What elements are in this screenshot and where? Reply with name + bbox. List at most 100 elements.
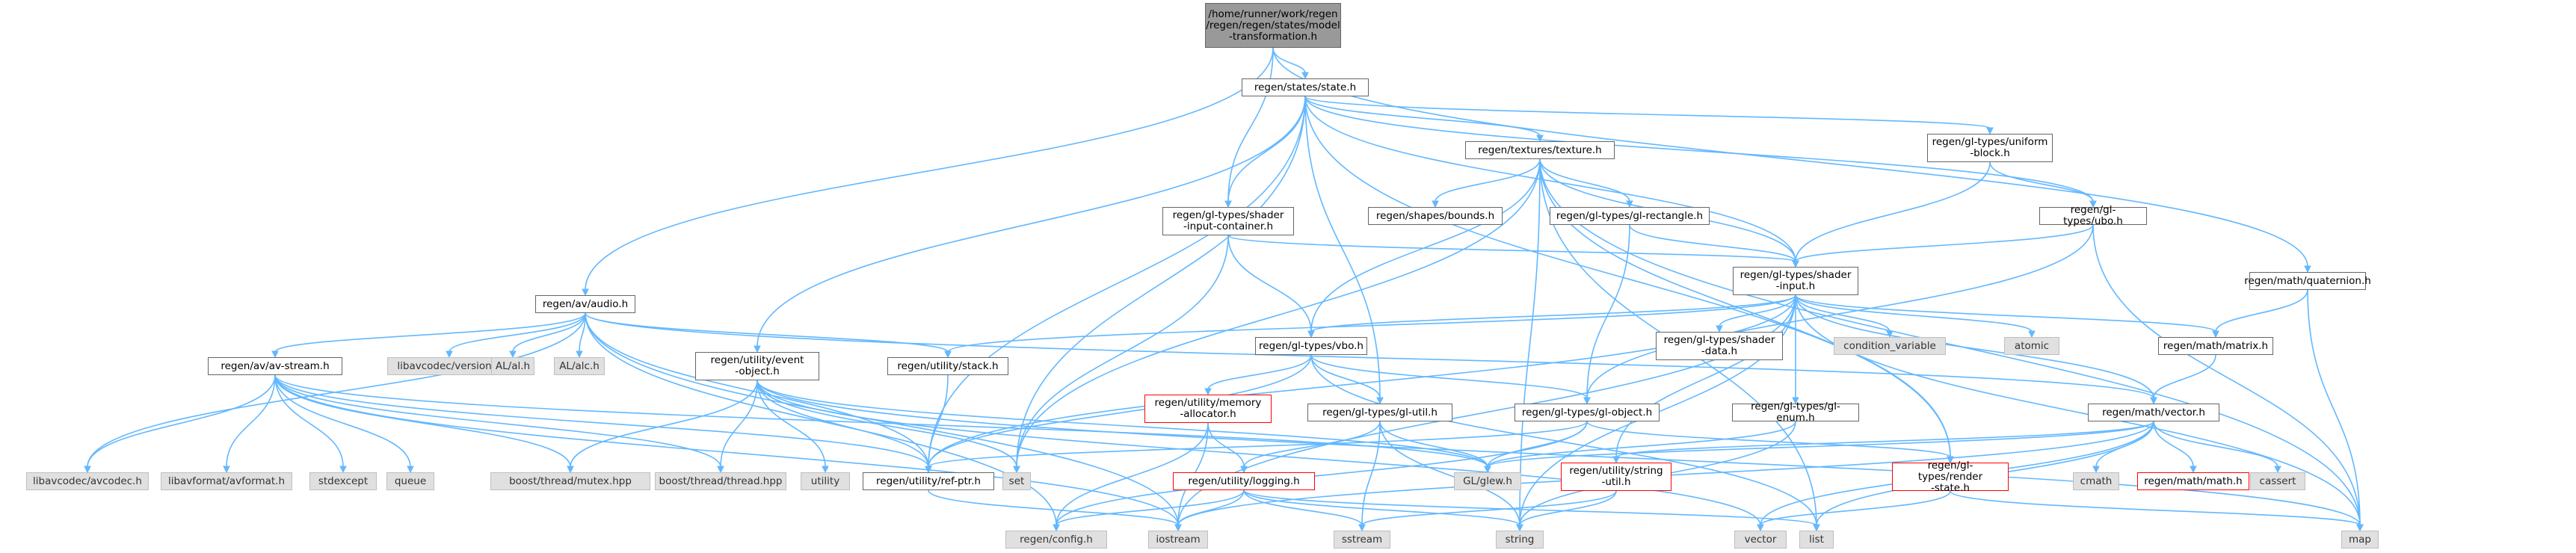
edge-uniform_block-to-shader_input <box>1795 161 1991 262</box>
node-cassert: cassert <box>2250 472 2305 490</box>
edge-audio-to-libavcodec_avcodec <box>87 312 586 468</box>
edge-vbo-to-memory_allocator <box>1207 354 1312 390</box>
edge-arrowhead <box>1240 466 1248 474</box>
edge-arrowhead <box>446 350 453 359</box>
node-glew: GL/glew.h <box>1454 472 1521 490</box>
node-gl-util[interactable]: regen/gl-types/gl-util.h <box>1307 404 1452 421</box>
edge-uniform_block-to-ubo <box>1989 161 2094 203</box>
edge-arrowhead <box>84 466 91 474</box>
edge-arrowhead <box>509 350 517 359</box>
edge-shader_input-to-ref_ptr <box>928 294 1796 468</box>
node-gl-rectangle[interactable]: regen/gl-types/gl-rectangle.h <box>1550 207 1710 225</box>
node-string-util[interactable]: regen/utility/string -util.h <box>1561 463 1671 491</box>
edge-audio-to-al_al <box>512 312 586 353</box>
edge-arrowhead <box>567 466 574 474</box>
node-al-alc: AL/alc.h <box>554 357 605 375</box>
edge-arrowhead <box>1174 524 1182 532</box>
edge-root-to-shader_input_container <box>1227 47 1274 203</box>
edge-texture-to-set <box>1016 158 1541 468</box>
node-ubo[interactable]: regen/gl-types/ubo.h <box>2039 205 2147 227</box>
edge-gl_object-to-render_state <box>1586 421 1951 458</box>
node-vbo[interactable]: regen/gl-types/vbo.h <box>1255 337 1367 355</box>
node-sstream: sstream <box>1334 531 1390 549</box>
node-audio[interactable]: regen/av/audio.h <box>535 295 635 313</box>
node-state[interactable]: regen/states/state.h <box>1242 78 1369 96</box>
edge-texture-to-string <box>1519 158 1541 526</box>
edge-arrowhead <box>2190 466 2197 474</box>
node-shader-input-container[interactable]: regen/gl-types/shader -input-container.h <box>1162 207 1294 235</box>
edge-arrowhead <box>1358 524 1366 532</box>
edge-audio-to-vector <box>585 312 2154 399</box>
edge-shader_input-to-map <box>1795 294 2361 526</box>
node-list: list <box>1799 531 1834 549</box>
node-std-vector: vector <box>1734 531 1787 549</box>
edge-state-to-shader_input_container <box>1227 96 1306 203</box>
edge-root-to-audio <box>585 47 1274 291</box>
node-gl-object[interactable]: regen/gl-types/gl-object.h <box>1515 404 1660 421</box>
node-shader-input[interactable]: regen/gl-types/shader -input.h <box>1733 267 1858 295</box>
edge-render_state-to-map <box>1950 490 2361 526</box>
edge-state-to-render_state <box>1304 96 1951 458</box>
node-uniform-block[interactable]: regen/gl-types/uniform -block.h <box>1927 134 2053 162</box>
node-ref-ptr[interactable]: regen/utility/ref-ptr.h <box>863 472 994 490</box>
edge-logging-to-sstream <box>1243 489 1363 526</box>
edge-event_object-to-ref_ptr <box>757 380 929 468</box>
edge-arrowhead <box>1716 325 1723 333</box>
edge-arrowhead <box>1053 524 1060 532</box>
edge-render_state-to-std_vector <box>1760 490 1951 526</box>
edge-arrowhead <box>717 466 724 474</box>
node-stack[interactable]: regen/utility/stack.h <box>887 357 1008 375</box>
node-matrix[interactable]: regen/math/matrix.h <box>2158 337 2273 355</box>
node-libavformat: libavformat/avformat.h <box>161 472 292 490</box>
node-condition-variable: condition_variable <box>1834 337 1946 355</box>
edge-arrowhead <box>1986 127 1994 135</box>
node-boost-thread: boost/thread/thread.hpp <box>655 472 786 490</box>
node-av-stream[interactable]: regen/av/av-stream.h <box>208 357 342 375</box>
edge-ref_ptr-to-iostream <box>928 489 1179 526</box>
edge-arrowhead <box>2274 466 2281 474</box>
edge-event_object-to-boost_mutex <box>570 380 758 468</box>
edge-texture-to-gl_rectangle <box>1539 158 1630 203</box>
edge-arrowhead <box>2150 397 2157 405</box>
edge-state-to-shader_input <box>1304 96 1796 262</box>
node-quaternion[interactable]: regen/math/quaternion.h <box>2244 272 2371 290</box>
node-memory-allocator[interactable]: regen/utility/memory -allocator.h <box>1144 395 1272 423</box>
node-logging[interactable]: regen/utility/logging.h <box>1173 472 1315 490</box>
node-libavcodec-avcodec: libavcodec/avcodec.h <box>26 472 149 490</box>
edge-arrowhead <box>1484 466 1491 474</box>
edge-arrowhead <box>944 350 952 359</box>
edge-shader_input-to-atomic <box>1795 294 2033 333</box>
edge-av_stream-to-libavformat <box>226 374 276 468</box>
edge-gl_rectangle-to-gl_object <box>1586 224 1630 399</box>
node-vector[interactable]: regen/math/vector.h <box>2088 404 2219 421</box>
edge-state-to-ref_ptr <box>928 96 1306 468</box>
edge-audio-to-iostream <box>585 312 1179 526</box>
node-render-state[interactable]: regen/gl-types/render -state.h <box>1892 460 2009 493</box>
node-math-math[interactable]: regen/math/math.h <box>2137 472 2249 490</box>
edge-av_stream-to-ref_ptr <box>274 374 929 468</box>
edge-vector-to-glew <box>1487 421 2154 468</box>
node-texture[interactable]: regen/textures/texture.h <box>1465 141 1615 159</box>
node-iostream: iostream <box>1148 531 1208 549</box>
edge-shader_input_container-to-shader_input <box>1227 235 1796 262</box>
node-gl-enum[interactable]: regen/gl-types/gl-enum.h <box>1732 401 1859 424</box>
node-event-object[interactable]: regen/utility/event -object.h <box>695 352 819 380</box>
edge-arrowhead <box>1792 397 1799 405</box>
node-shader-data[interactable]: regen/gl-types/shader -data.h <box>1656 332 1783 360</box>
edge-audio-to-stack <box>585 312 949 353</box>
edge-event_object-to-map <box>757 380 2361 526</box>
edge-memory_allocator-to-config <box>1056 422 1209 526</box>
edge-state-to-ubo <box>1304 96 2094 203</box>
node-shapes-bounds[interactable]: regen/shapes/bounds.h <box>1368 207 1503 225</box>
node-root: /home/runner/work/regen /regen/regen/sta… <box>1205 3 1341 48</box>
edge-arrowhead <box>925 466 932 474</box>
node-queue: queue <box>386 472 434 490</box>
edge-arrowhead <box>2304 265 2311 274</box>
node-atomic: atomic <box>2004 337 2059 355</box>
edge-arrowhead <box>1947 456 1954 464</box>
edge-matrix-to-vector <box>2153 354 2216 399</box>
edge-arrowhead <box>1813 524 1820 532</box>
edge-string_util-to-string <box>1519 490 1617 526</box>
edge-shader_input-to-vbo <box>1310 294 1796 333</box>
edge-state-to-gl_util <box>1304 96 1381 399</box>
